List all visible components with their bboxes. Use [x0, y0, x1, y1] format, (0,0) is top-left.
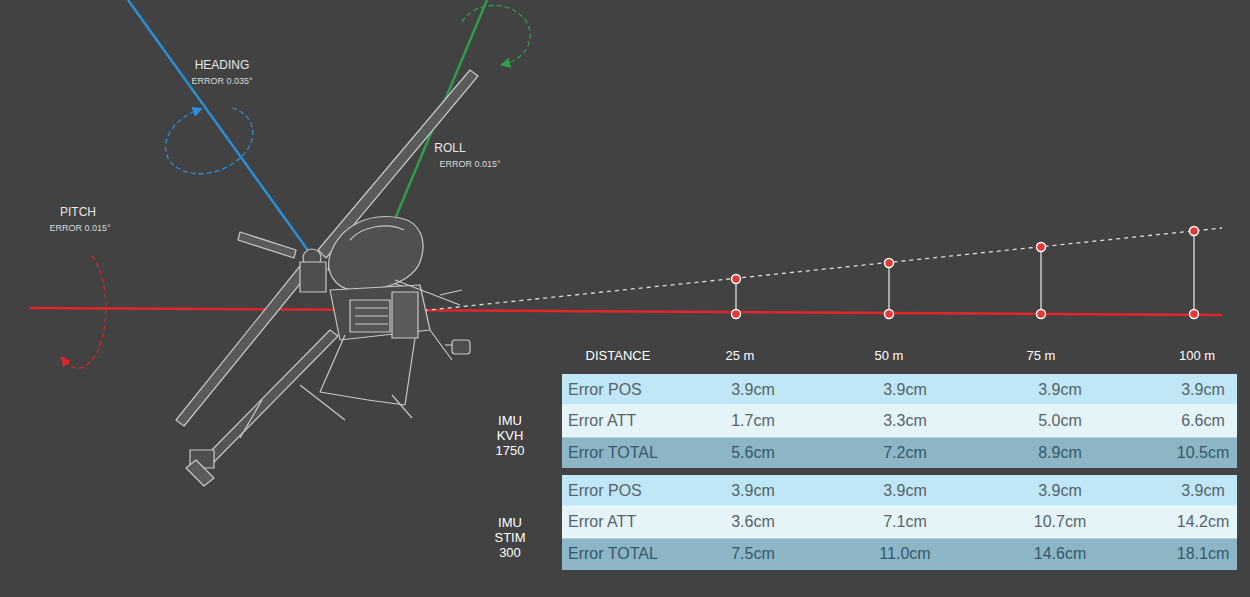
axis-error: ERROR 0.015°	[439, 159, 500, 169]
table-header: 25 m	[726, 349, 755, 364]
table-cell: 3.9cm	[1038, 381, 1082, 399]
row-name: Error POS	[568, 381, 642, 399]
table-cell: 1.7cm	[731, 412, 775, 430]
row-name: Error POS	[568, 482, 642, 500]
table-cell: 3.9cm	[883, 381, 927, 399]
imu-name: IMU STIM 300	[486, 516, 534, 561]
table-cell: 10.5cm	[1177, 444, 1229, 462]
marker-dots	[732, 227, 1199, 319]
table-cell: 7.1cm	[883, 513, 927, 531]
table-rows	[562, 374, 1237, 570]
roll-rotation	[462, 5, 530, 64]
axis-name: PITCH	[60, 206, 96, 220]
table-cell: 3.9cm	[731, 381, 775, 399]
distance-markers	[736, 231, 1194, 314]
table-cell: 3.9cm	[1038, 482, 1082, 500]
table-cell: 7.5cm	[731, 545, 775, 563]
table-cell: 5.6cm	[731, 444, 775, 462]
table-header: DISTANCE	[586, 349, 651, 364]
helicopter	[176, 70, 478, 486]
table-cell: 5.0cm	[1038, 412, 1082, 430]
table-cell: 3.9cm	[883, 482, 927, 500]
axis-error: ERROR 0.035°	[191, 76, 252, 86]
axis-name: ROLL	[434, 142, 465, 156]
table-cell: 14.6cm	[1034, 545, 1086, 563]
table-header: 100 m	[1179, 349, 1215, 364]
row-name: Error ATT	[568, 412, 636, 430]
heading-axis	[128, 0, 312, 256]
table-cell: 3.6cm	[731, 513, 775, 531]
table-cell: 3.9cm	[1181, 381, 1225, 399]
axis-name: HEADING	[195, 59, 250, 73]
table-cell: 7.2cm	[883, 444, 927, 462]
row-name: Error TOTAL	[568, 545, 658, 563]
table-cell: 11.0cm	[879, 545, 930, 563]
table-cell: 3.9cm	[1181, 482, 1225, 500]
table-cell: 14.2cm	[1177, 513, 1229, 531]
row-name: Error TOTAL	[568, 444, 658, 462]
table-cell: 8.9cm	[1038, 444, 1082, 462]
pitch-rotation	[64, 256, 106, 368]
table-cell: 3.3cm	[883, 412, 927, 430]
imu-name: IMU KVH 1750	[486, 414, 534, 459]
table-cell: 3.9cm	[731, 482, 775, 500]
table-cell: 10.7cm	[1034, 513, 1086, 531]
axis-error: ERROR 0.015°	[49, 223, 110, 233]
table-header: 75 m	[1027, 349, 1056, 364]
table-cell: 18.1cm	[1177, 545, 1229, 563]
heading-rotation	[166, 108, 253, 174]
table-cell: 6.6cm	[1181, 412, 1225, 430]
table-header: 50 m	[875, 349, 904, 364]
error-line	[400, 228, 1222, 313]
row-name: Error ATT	[568, 513, 636, 531]
